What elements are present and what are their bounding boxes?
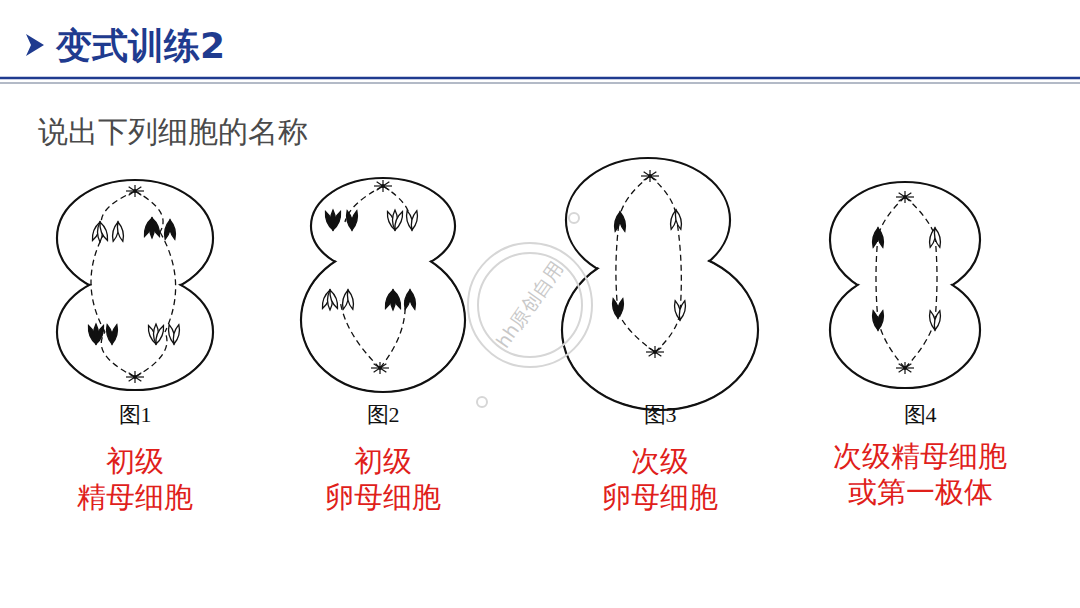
- title-rule: [0, 82, 1080, 84]
- chromosome: [156, 325, 164, 344]
- spindle-fiber: [91, 232, 105, 332]
- chromosome: [100, 222, 108, 241]
- chromosome: [934, 228, 940, 247]
- question-text: 说出下列细胞的名称: [38, 112, 308, 153]
- watermark-stamp: [468, 213, 592, 407]
- cytoplasm: [59, 276, 212, 389]
- title-rule: [0, 77, 1080, 80]
- watermark: hh原创自用: [491, 257, 570, 354]
- chromosome: [173, 325, 179, 344]
- chromosome: [393, 290, 401, 309]
- chromosome: [351, 211, 357, 230]
- chromosome: [934, 311, 940, 330]
- spindle-fiber: [905, 197, 935, 236]
- spindle-fiber: [878, 320, 905, 368]
- chromosome: [877, 228, 883, 247]
- cell-membrane: [57, 274, 213, 390]
- cytoplasm: [564, 252, 757, 409]
- answer-text: 初级 卵母细胞: [313, 443, 453, 516]
- bullet-arrow: [26, 34, 44, 56]
- chromosome: [395, 211, 403, 230]
- figure-label: 图3: [644, 400, 677, 430]
- chromosome: [152, 218, 160, 237]
- spindle-fiber: [905, 320, 935, 368]
- cell-membrane: [562, 250, 758, 410]
- chromosome: [675, 210, 681, 229]
- cytoplasm: [303, 250, 464, 391]
- spindle-fiber: [655, 312, 680, 352]
- answer-text: 次级 卵母细胞: [590, 443, 730, 516]
- answer-text: 初级 精母细胞: [65, 443, 205, 516]
- figure-label: 图2: [367, 400, 400, 430]
- chromosome: [877, 311, 883, 330]
- chromosome: [347, 290, 353, 309]
- chromosome: [679, 301, 685, 320]
- spindle-fiber: [618, 312, 655, 352]
- spindle-fiber: [160, 232, 176, 332]
- answer-text: 次级精母细胞 或第一极体: [818, 438, 1023, 511]
- spindle-fiber: [101, 332, 135, 377]
- figure-label: 图4: [904, 400, 937, 430]
- spindle-fiber: [620, 176, 650, 215]
- spindle-fiber: [935, 236, 937, 320]
- chromosome: [117, 222, 123, 241]
- chromosome: [96, 325, 104, 344]
- cytoplasm: [832, 274, 979, 387]
- chromosome: [330, 290, 338, 309]
- cell-membrane: [301, 248, 465, 392]
- chromosome: [619, 212, 625, 231]
- cell-membrane: [830, 272, 980, 388]
- spindle-fiber: [878, 197, 905, 236]
- chromosome: [411, 211, 417, 230]
- chromosome: [333, 211, 341, 230]
- slide-title: 变式训练2: [56, 22, 225, 71]
- spindle-fiber: [876, 236, 878, 320]
- chromosome: [617, 299, 623, 318]
- spindle-fiber: [340, 300, 380, 368]
- chromosome: [409, 290, 415, 309]
- chromosome: [111, 325, 117, 344]
- spindle-fiber: [650, 176, 676, 215]
- figure-label: 图1: [119, 400, 152, 430]
- chromosome: [169, 220, 175, 239]
